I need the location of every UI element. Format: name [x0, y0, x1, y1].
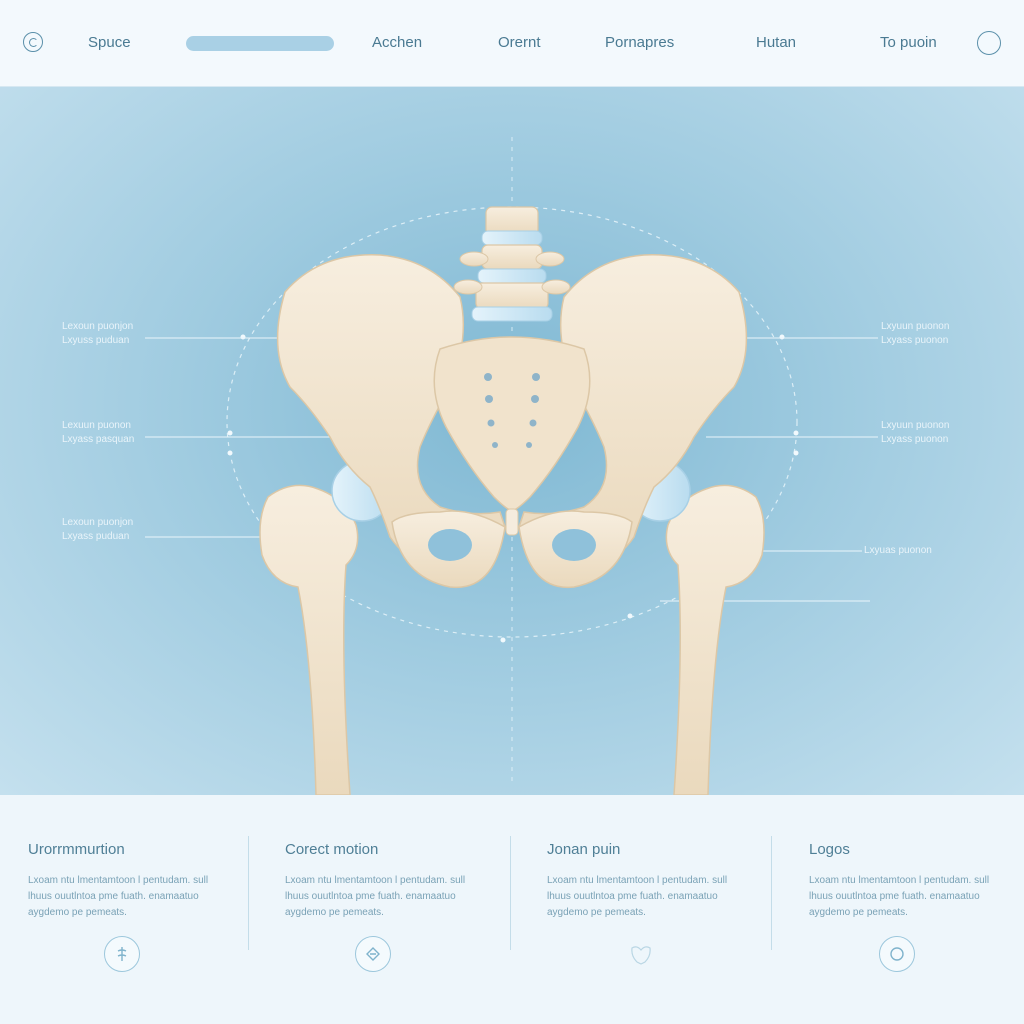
callout-right-3: Lxyuas puonon: [864, 545, 932, 556]
nav-brand[interactable]: Spuce: [88, 34, 131, 51]
callout-left-2: Lexuun puonon Lxyass pasquan: [62, 420, 135, 445]
card-title: Logos: [809, 841, 850, 858]
search-input[interactable]: [186, 36, 334, 51]
nav-item-3[interactable]: Pornapres: [605, 34, 675, 51]
nav-item-2[interactable]: Orernt: [498, 34, 541, 51]
callout-right-2: Lxyuun puonon Lxyass puonon: [881, 420, 950, 445]
callout-left-3: Lexoun puonjon Lxyass puduan: [62, 517, 134, 542]
pelvis-icon[interactable]: [621, 936, 657, 972]
divider: [248, 836, 249, 950]
circle-icon[interactable]: [879, 936, 915, 972]
pelvis-illustration: [145, 137, 878, 795]
hero-illustration: Lexoun puonjon Lxyuss puduan Lexuun puon…: [0, 87, 1024, 795]
card-title: Jonan puin: [547, 841, 621, 858]
callout-right-1: Lxyuun puonon Lxyass puonon: [881, 321, 950, 346]
spine-icon[interactable]: [104, 936, 140, 972]
info-card-1: Urorrmmurtion Lxoam ntu lmentamtoon l pe…: [0, 796, 262, 1024]
divider: [510, 836, 511, 950]
card-title: Urorrmmurtion: [28, 841, 125, 858]
guide-circle: [226, 206, 798, 638]
card-title: Corect motion: [285, 841, 379, 858]
info-cards: Urorrmmurtion Lxoam ntu lmentamtoon l pe…: [0, 796, 1024, 1024]
profile-icon[interactable]: [977, 31, 1001, 55]
info-card-2: Corect motion Lxoam ntu lmentamtoon l pe…: [257, 796, 519, 1024]
card-body: Lxoam ntu lmentamtoon l pentudam. sull l…: [547, 875, 728, 918]
card-body: Lxoam ntu lmentamtoon l pentudam. sull l…: [285, 875, 466, 918]
top-nav: Spuce Acchen Orernt Pornapres Hutan To p…: [0, 0, 1024, 87]
right-femur: [665, 484, 765, 795]
right-ilium: [518, 254, 748, 561]
nav-item-1[interactable]: Acchen: [372, 34, 423, 51]
logo-icon[interactable]: [23, 32, 43, 52]
motion-icon[interactable]: [355, 936, 391, 972]
card-body: Lxoam ntu lmentamtoon l pentudam. sull l…: [809, 875, 990, 918]
card-body: Lxoam ntu lmentamtoon l pentudam. sull l…: [28, 875, 209, 918]
left-femur: [259, 484, 359, 795]
left-ilium: [276, 254, 506, 561]
callout-left-1: Lexoun puonjon Lxyuss puduan: [62, 321, 134, 346]
sacrum: [433, 336, 591, 512]
nav-item-4[interactable]: Hutan: [756, 34, 797, 51]
info-card-3: Jonan puin Lxoam ntu lmentamtoon l pentu…: [519, 796, 781, 1024]
nav-item-5[interactable]: To puoin: [880, 34, 937, 51]
divider: [771, 836, 772, 950]
info-card-4: Logos Lxoam ntu lmentamtoon l pentudam. …: [781, 796, 1024, 1024]
